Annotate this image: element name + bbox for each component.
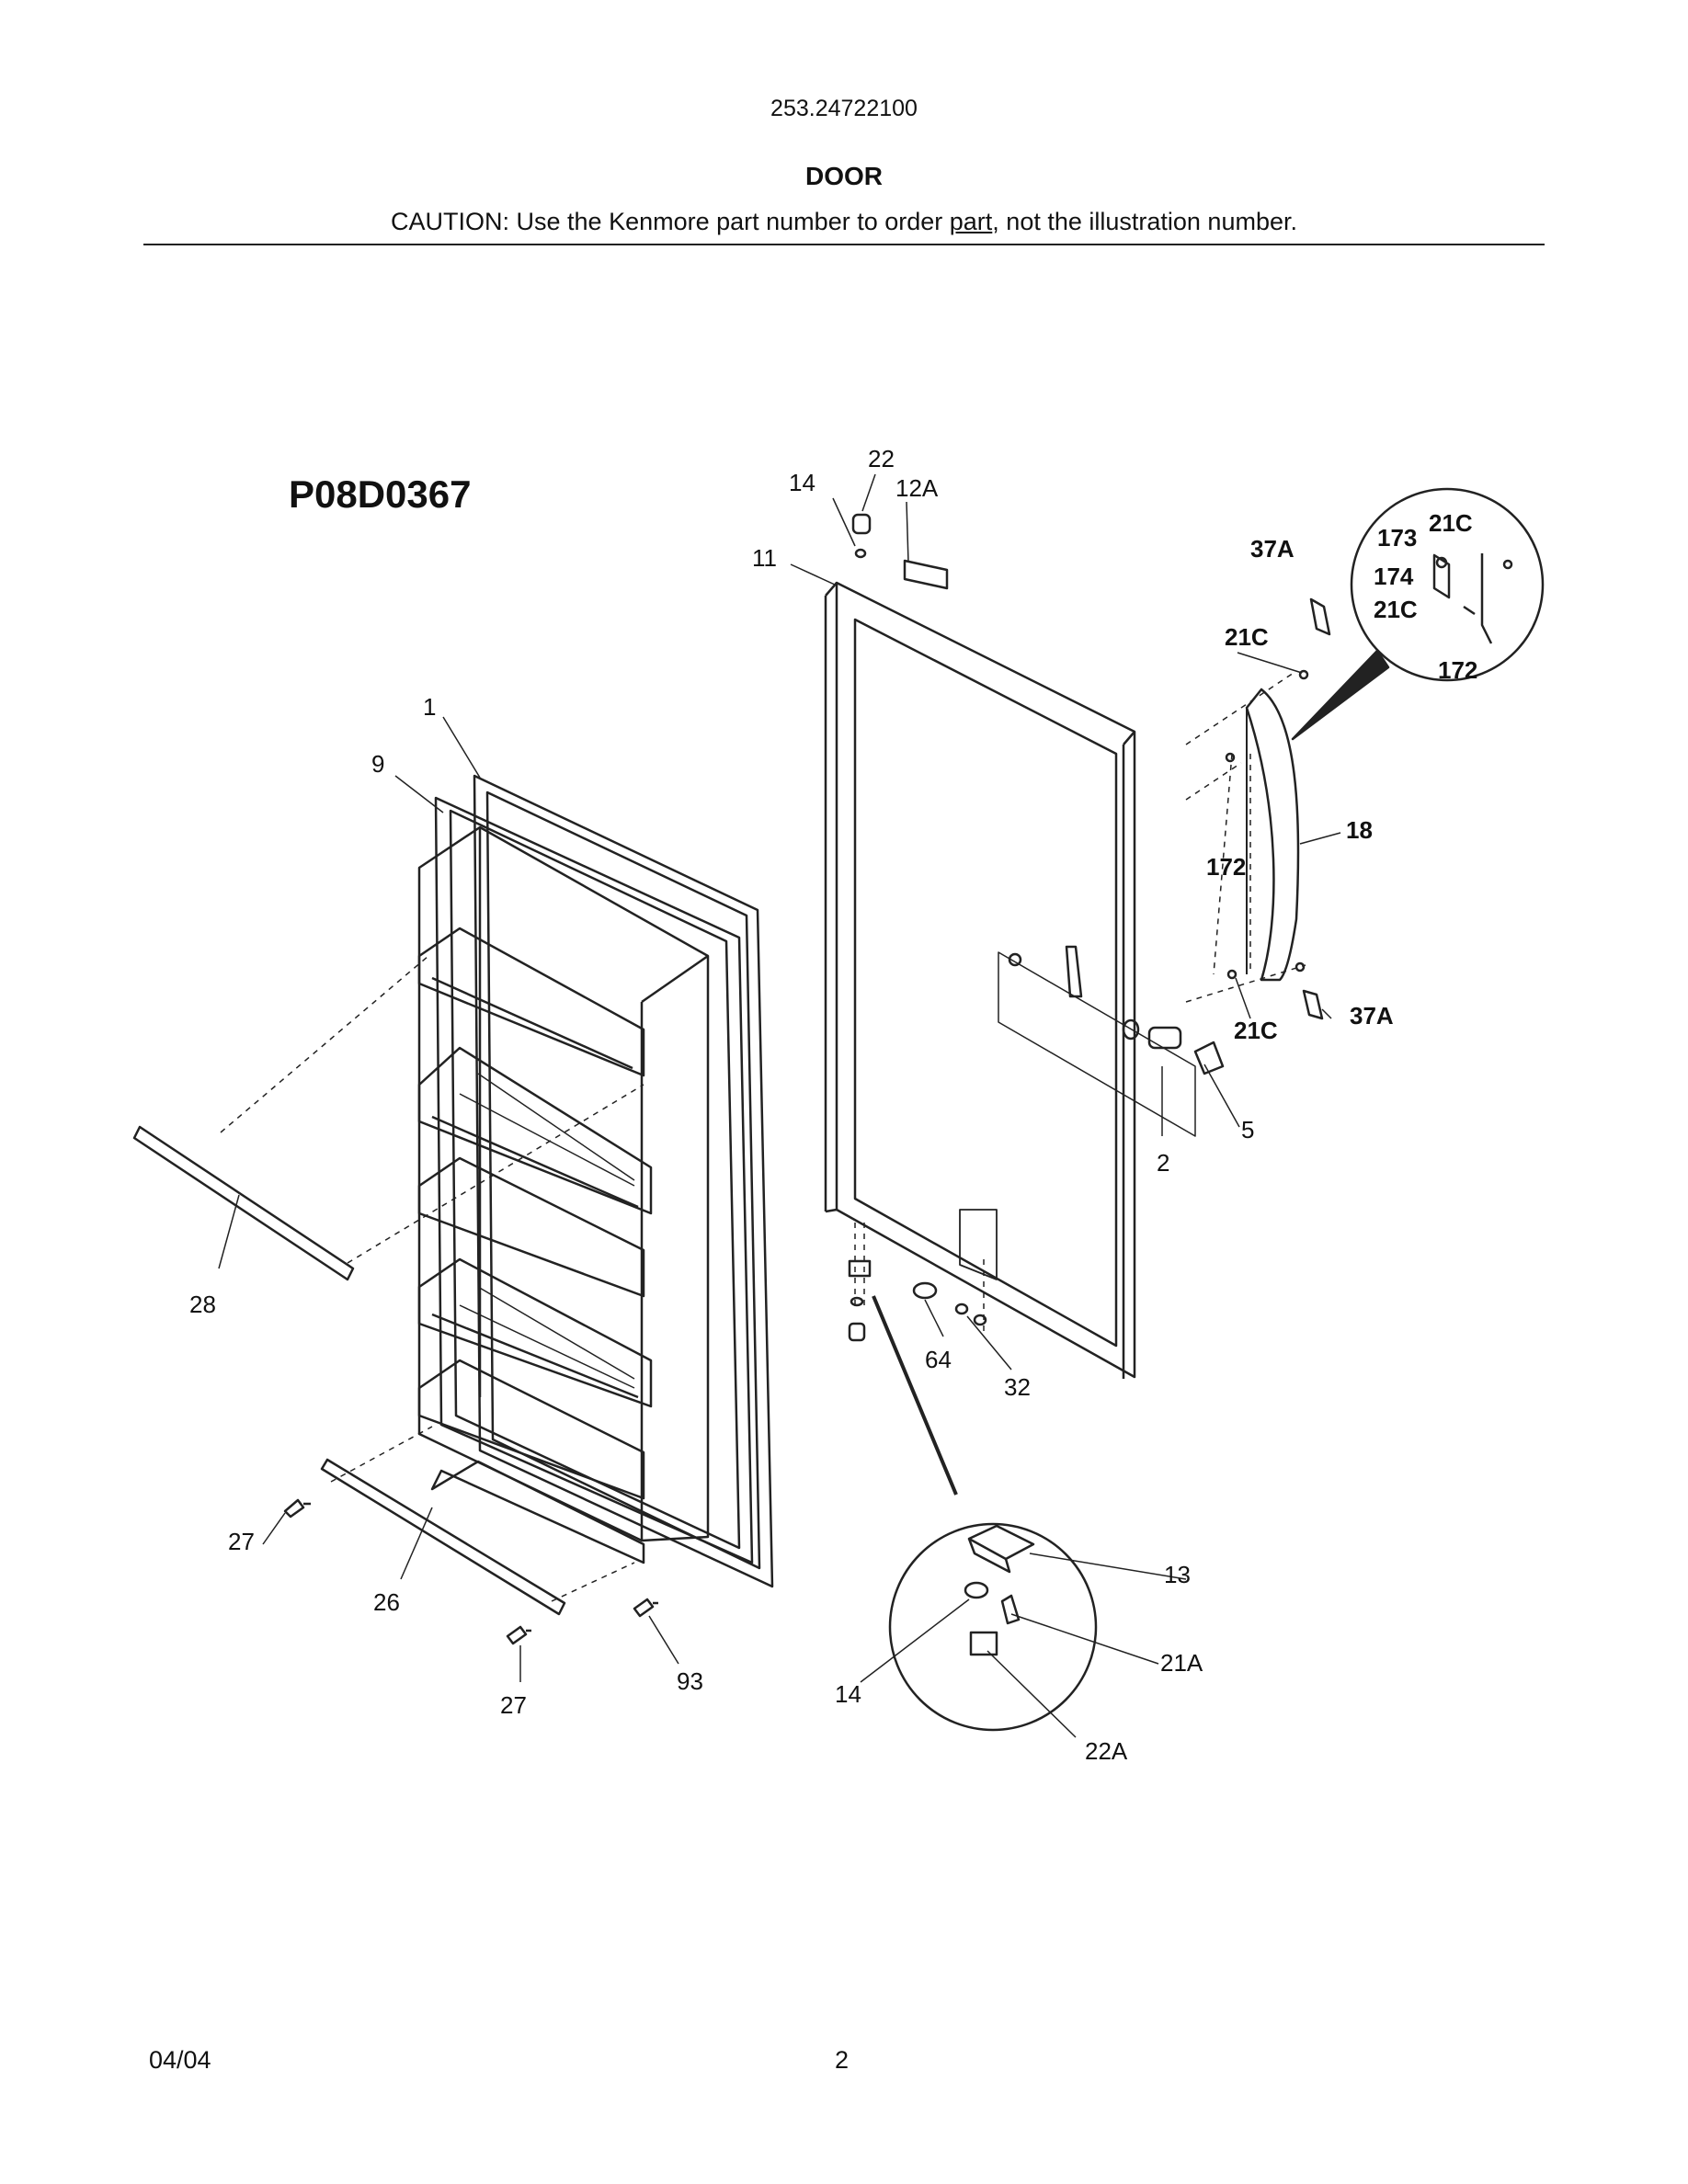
callout-21c-c: 21C (1429, 509, 1473, 537)
caution-link-part: part (949, 208, 993, 235)
callout-21a: 21A (1160, 1649, 1203, 1677)
lock-part (1122, 1018, 1225, 1075)
callout-14-bottom: 14 (835, 1680, 861, 1708)
handle-end-cap-part (1309, 597, 1331, 636)
door-liner-part (417, 796, 754, 1564)
footer-date: 04/04 (149, 2046, 211, 2074)
callout-14-top: 14 (789, 469, 815, 496)
callout-11: 11 (752, 544, 777, 572)
callout-27-bottom: 27 (500, 1691, 527, 1719)
handle-end-cap-part (1302, 989, 1324, 1020)
model-number: 253.24722100 (770, 96, 918, 121)
screw-part (633, 1598, 658, 1618)
callout-21c-d: 21C (1374, 596, 1418, 623)
screw-part (506, 1625, 531, 1645)
callout-27-left: 27 (228, 1528, 255, 1555)
door-shelf (417, 1156, 645, 1298)
hinge-bracket-part (848, 1259, 987, 1342)
callout-174: 174 (1374, 563, 1414, 590)
callout-9: 9 (371, 750, 384, 778)
caution-suffix: , not the illustration number. (992, 208, 1297, 235)
callout-18: 18 (1346, 816, 1373, 844)
callout-22: 22 (868, 445, 895, 472)
door-shelf (417, 1046, 653, 1215)
callout-5: 5 (1241, 1116, 1254, 1143)
callout-93: 93 (677, 1667, 703, 1695)
callout-1: 1 (423, 693, 436, 721)
door-shelf (417, 1257, 653, 1408)
footer-page-number: 2 (835, 2046, 850, 2074)
handle-detail-zoom (1291, 487, 1545, 741)
door-stop-bracket-part (998, 945, 1196, 1137)
callout-173: 173 (1377, 524, 1417, 552)
header-divider (143, 244, 1545, 245)
top-plug-part (851, 513, 949, 590)
callout-172-b: 172 (1438, 656, 1477, 684)
callout-37a-top: 37A (1250, 535, 1295, 563)
lower-trim-part (320, 1458, 566, 1616)
callout-22a: 22A (1085, 1737, 1128, 1765)
hinge-detail-zoom (872, 1295, 1098, 1732)
door-gasket-part (473, 774, 774, 1588)
callout-32: 32 (1004, 1373, 1031, 1401)
callout-12a: 12A (895, 474, 939, 502)
door-shelf (417, 1359, 645, 1500)
callout-26: 26 (373, 1588, 400, 1616)
section-title: DOOR (805, 162, 883, 190)
outer-door-panel-part (824, 581, 1136, 1379)
callout-21c-b: 21C (1234, 1017, 1278, 1044)
door-handle-part (1225, 669, 1309, 982)
callout-21c-a: 21C (1225, 623, 1269, 651)
callout-64: 64 (925, 1346, 952, 1373)
callout-172-a: 172 (1206, 853, 1246, 881)
callout-28: 28 (189, 1291, 216, 1318)
callout-37a-bottom: 37A (1350, 1002, 1394, 1029)
bottom-trim-part (132, 1125, 355, 1281)
door-shelf (417, 927, 645, 1077)
diagram-id: P08D0367 (289, 472, 472, 516)
caution-note: CAUTION: Use the Kenmore part number to … (0, 208, 1688, 236)
door-shelf (430, 1460, 645, 1564)
screw-part (283, 1498, 311, 1519)
caution-prefix: CAUTION: Use the Kenmore part number to … (391, 208, 950, 235)
callout-13: 13 (1164, 1561, 1191, 1588)
callout-2: 2 (1157, 1149, 1169, 1177)
